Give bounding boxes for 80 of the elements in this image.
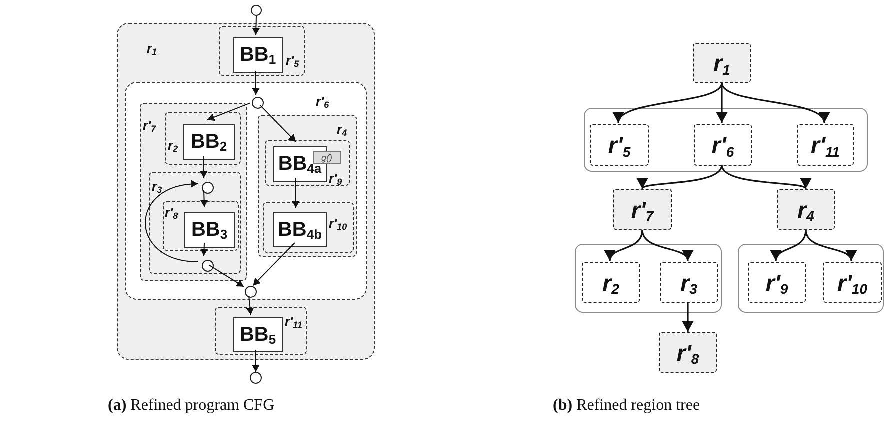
- region-node: [748, 262, 806, 303]
- region-node: [660, 262, 718, 303]
- region-label: r'$_{7}$: [631, 198, 654, 222]
- arrow: [682, 302, 694, 332]
- function-label: g(): [322, 152, 332, 162]
- region-box: [219, 26, 305, 76]
- figure-caption: (b) Refined region tree: [553, 397, 700, 414]
- region-label: r$_{1}$: [147, 41, 158, 56]
- function-box: [313, 151, 341, 164]
- region-node: [582, 262, 640, 303]
- region-label: r'$_{11}$: [285, 314, 302, 329]
- arrow: [642, 230, 691, 262]
- region-node: [823, 262, 882, 303]
- region-label: r'$_{6}$: [316, 94, 330, 109]
- figure-caption: (a) Refined program CFG: [108, 397, 275, 414]
- region-label: r$_{3}$: [152, 179, 162, 194]
- region-label: r'$_{9}$: [329, 171, 342, 186]
- group-box: [738, 244, 884, 313]
- block-label: BB$_{5}$: [240, 324, 276, 346]
- arrow: [207, 102, 251, 122]
- region-label: r'$_{10}$: [838, 270, 868, 294]
- region-box: [163, 201, 239, 251]
- region-label: r'$_{5}$: [286, 53, 300, 68]
- block-box: [273, 212, 327, 247]
- region-label: r'$_{8}$: [676, 340, 700, 364]
- region-node: [659, 332, 717, 373]
- arrow: [252, 242, 296, 286]
- block-box: [184, 212, 235, 248]
- block-label: BB$_{3}$: [191, 219, 228, 241]
- arrow: [260, 104, 296, 142]
- block-label: BB$_{4a}$: [278, 153, 322, 175]
- arrow: [246, 296, 254, 316]
- arrow: [292, 178, 300, 208]
- region-node: [694, 124, 752, 166]
- group-box: [575, 244, 722, 313]
- region-node: [613, 189, 672, 230]
- arrow: [200, 190, 208, 208]
- region-label: r$_{4}$: [337, 122, 348, 137]
- block-label: BB$_{1}$: [240, 44, 276, 66]
- region-box: [140, 103, 247, 281]
- region-box: [265, 140, 350, 186]
- region-box: [149, 172, 241, 274]
- arrow: [252, 350, 260, 372]
- region-label: r'$_{8}$: [165, 205, 178, 220]
- arrow: [200, 242, 208, 256]
- region-label: r$_{2}$: [168, 138, 178, 153]
- region-label: r$_{4}$: [798, 198, 814, 222]
- region-node: [777, 189, 835, 230]
- block-box: [233, 317, 283, 352]
- region-box: [258, 115, 357, 257]
- arrow: [145, 180, 198, 262]
- block-label: BB$_{2}$: [190, 131, 228, 153]
- region-label: r'$_{11}$: [811, 133, 840, 157]
- region-box: [263, 202, 354, 253]
- region-label: r'$_{10}$: [329, 216, 348, 231]
- region-label: r'$_{6}$: [712, 133, 734, 157]
- block-box: [183, 124, 235, 160]
- arrow: [606, 230, 644, 262]
- region-label: r$_{1}$: [714, 51, 730, 75]
- arrow: [772, 230, 807, 262]
- region-label: r'$_{5}$: [608, 133, 631, 157]
- region-node: [590, 124, 649, 166]
- region-node: [797, 124, 854, 166]
- arrow: [252, 16, 260, 36]
- region-box: [125, 82, 367, 300]
- region-label: r$_{3}$: [680, 270, 698, 294]
- arrow: [252, 70, 260, 96]
- arrow: [200, 156, 208, 178]
- arrow: [805, 230, 854, 262]
- region-node: [693, 43, 751, 83]
- region-box: [165, 112, 241, 165]
- region-label: r'$_{7}$: [143, 118, 156, 133]
- region-box: [215, 307, 307, 355]
- region-label: r'$_{9}$: [766, 270, 788, 294]
- group-box: [584, 108, 868, 172]
- block-label: BB$_{4b}$: [278, 218, 322, 240]
- region-box: [117, 23, 375, 360]
- arrow: [208, 264, 244, 288]
- block-box: [233, 37, 283, 73]
- region-label: r$_{2}$: [602, 270, 620, 294]
